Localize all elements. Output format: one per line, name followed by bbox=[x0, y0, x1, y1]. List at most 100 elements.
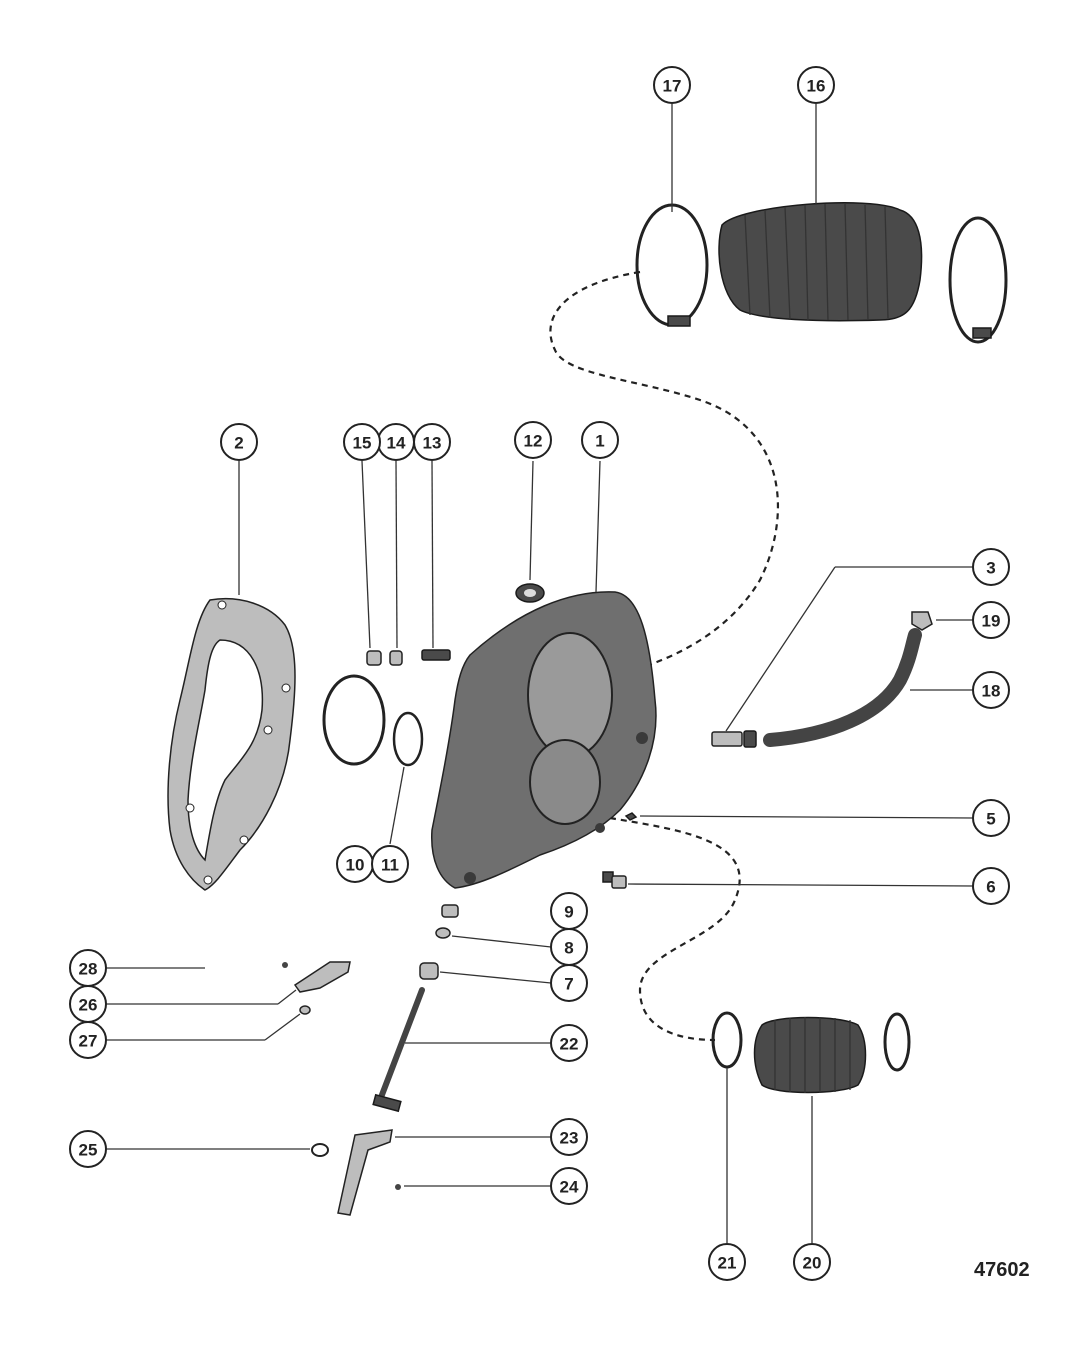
callout-23: 23 bbox=[550, 1118, 588, 1156]
callout-label: 13 bbox=[423, 434, 442, 453]
o-ring-part-11 bbox=[392, 711, 424, 767]
callout-label: 23 bbox=[560, 1129, 579, 1148]
callout-12: 12 bbox=[514, 421, 552, 459]
figure-number: 47602 bbox=[974, 1259, 1030, 1281]
o-ring-part-10 bbox=[322, 674, 386, 766]
callout-9: 9 bbox=[550, 892, 588, 930]
callout-label: 8 bbox=[564, 939, 573, 958]
callout-label: 1 bbox=[595, 432, 604, 451]
clamp-part-17 bbox=[635, 203, 709, 327]
callout-label: 5 bbox=[986, 810, 995, 829]
lever-part-23 bbox=[337, 1129, 393, 1216]
clamp-part-20b bbox=[883, 1012, 911, 1072]
callout-label: 15 bbox=[353, 434, 372, 453]
callout-label: 21 bbox=[718, 1254, 737, 1273]
callout-20: 20 bbox=[793, 1243, 831, 1281]
callout-label: 2 bbox=[234, 434, 243, 453]
callout-22: 22 bbox=[550, 1024, 588, 1062]
callout-circle bbox=[69, 1021, 107, 1059]
callout-label: 12 bbox=[524, 432, 543, 451]
pin-part-5 bbox=[624, 812, 638, 821]
callout-label: 10 bbox=[346, 856, 365, 875]
callout-circle bbox=[550, 1024, 588, 1062]
callout-6: 6 bbox=[972, 867, 1010, 905]
callout-15: 15 bbox=[343, 423, 381, 461]
callout-5: 5 bbox=[972, 799, 1010, 837]
callout-3: 3 bbox=[972, 548, 1010, 586]
washer-part-27 bbox=[299, 1005, 311, 1015]
callout-label: 18 bbox=[982, 682, 1001, 701]
shaft-part-22 bbox=[372, 987, 425, 1113]
callout-circle bbox=[69, 1130, 107, 1168]
callout-circle bbox=[343, 423, 381, 461]
callout-circle bbox=[581, 421, 619, 459]
bleed-screw-part-6 bbox=[602, 871, 627, 889]
callout-circle bbox=[514, 421, 552, 459]
callout-25: 25 bbox=[69, 1130, 107, 1168]
callout-8: 8 bbox=[550, 928, 588, 966]
clamp-part-16b bbox=[948, 216, 1008, 344]
callout-circle bbox=[972, 671, 1010, 709]
callout-label: 17 bbox=[663, 77, 682, 96]
callout-label: 3 bbox=[986, 559, 995, 578]
callout-label: 6 bbox=[986, 878, 995, 897]
callout-13: 13 bbox=[413, 423, 451, 461]
callout-24: 24 bbox=[550, 1167, 588, 1205]
callout-label: 14 bbox=[387, 434, 406, 453]
dashed-route-lower bbox=[609, 816, 741, 1042]
gasket-part-2 bbox=[167, 598, 296, 891]
callout-26: 26 bbox=[69, 985, 107, 1023]
bushing-part-7 bbox=[419, 962, 439, 980]
pin-part-28 bbox=[282, 962, 288, 968]
callout-label: 9 bbox=[564, 903, 573, 922]
hose-part-18 bbox=[763, 628, 922, 747]
callout-7: 7 bbox=[550, 964, 588, 1002]
callout-circle bbox=[793, 1243, 831, 1281]
leader-lines bbox=[106, 104, 974, 1243]
nut-part-15 bbox=[366, 650, 382, 666]
callout-circle bbox=[69, 949, 107, 987]
callout-circle bbox=[550, 1167, 588, 1205]
callout-circle bbox=[371, 845, 409, 883]
dashed-route-upper bbox=[549, 270, 780, 670]
callout-circle bbox=[550, 892, 588, 930]
callout-label: 26 bbox=[79, 996, 98, 1015]
callout-circle bbox=[653, 66, 691, 104]
callout-label: 24 bbox=[560, 1178, 579, 1197]
callout-label: 25 bbox=[79, 1141, 98, 1160]
fitting-part-3 bbox=[711, 730, 757, 748]
washer-part-14 bbox=[389, 650, 403, 666]
washer-part-8 bbox=[435, 927, 451, 939]
lever-part-26 bbox=[293, 961, 351, 993]
callout-2: 2 bbox=[220, 423, 258, 461]
callout-circle bbox=[972, 601, 1010, 639]
housing-part-1 bbox=[431, 591, 657, 889]
callout-circle bbox=[220, 423, 258, 461]
callout-circle bbox=[972, 799, 1010, 837]
callout-label: 11 bbox=[381, 856, 399, 875]
callout-17: 17 bbox=[653, 66, 691, 104]
callout-label: 27 bbox=[79, 1032, 98, 1051]
ring-part-25 bbox=[311, 1143, 329, 1157]
callout-16: 16 bbox=[797, 66, 835, 104]
callout-1: 1 bbox=[581, 421, 619, 459]
pin-part-24 bbox=[395, 1184, 401, 1190]
callout-circle bbox=[972, 548, 1010, 586]
callout-circle bbox=[797, 66, 835, 104]
clip-part-19 bbox=[911, 611, 933, 631]
callout-circle bbox=[972, 867, 1010, 905]
nut-part-9 bbox=[441, 904, 459, 918]
callout-21: 21 bbox=[708, 1243, 746, 1281]
stud-part-13 bbox=[421, 649, 451, 661]
callout-11: 11 bbox=[371, 845, 409, 883]
callout-label: 19 bbox=[982, 612, 1001, 631]
callout-circle bbox=[708, 1243, 746, 1281]
bellows-part-20 bbox=[753, 1016, 867, 1094]
callout-14: 14 bbox=[377, 423, 415, 461]
callout-label: 28 bbox=[79, 960, 98, 979]
callout-label: 22 bbox=[560, 1035, 579, 1054]
plug-part-12 bbox=[515, 583, 545, 603]
callout-label: 20 bbox=[803, 1254, 822, 1273]
